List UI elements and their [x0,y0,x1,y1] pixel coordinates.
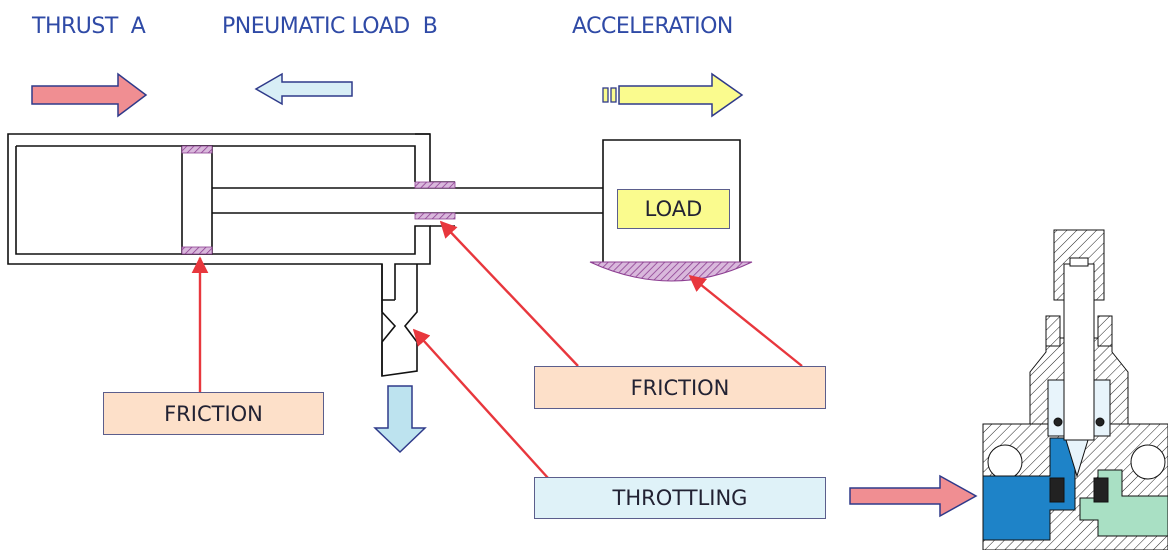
rod-seal-bottom [414,212,456,220]
load-label: LOAD [617,189,730,229]
piston-rod [212,187,603,214]
pneumatic-load-arrow [254,72,353,106]
friction-label-left: FRICTION [103,392,324,435]
throttle-valve-section [982,229,1168,550]
exhaust-arrow [373,385,427,454]
piston-seal-top [181,145,213,154]
load-friction-surface [589,261,753,282]
pointer-throttling [412,328,549,479]
acceleration-arrow [602,72,744,118]
pointer-load-friction [688,274,803,367]
piston [181,145,213,255]
throttling-label: THROTTLING [534,477,826,519]
valve-input-arrow [849,474,978,518]
pneumatic-load-header: PNEUMATIC LOAD B [222,14,438,39]
pointer-rod-friction [439,220,579,367]
cylinder [7,133,455,377]
piston-seal-bottom [181,246,213,255]
thrust-arrow [31,72,148,118]
acceleration-header: ACCELERATION [572,14,733,39]
thrust-header: THRUST A [32,14,146,39]
friction-label-right: FRICTION [534,366,826,409]
rod-seal-top [414,181,456,189]
